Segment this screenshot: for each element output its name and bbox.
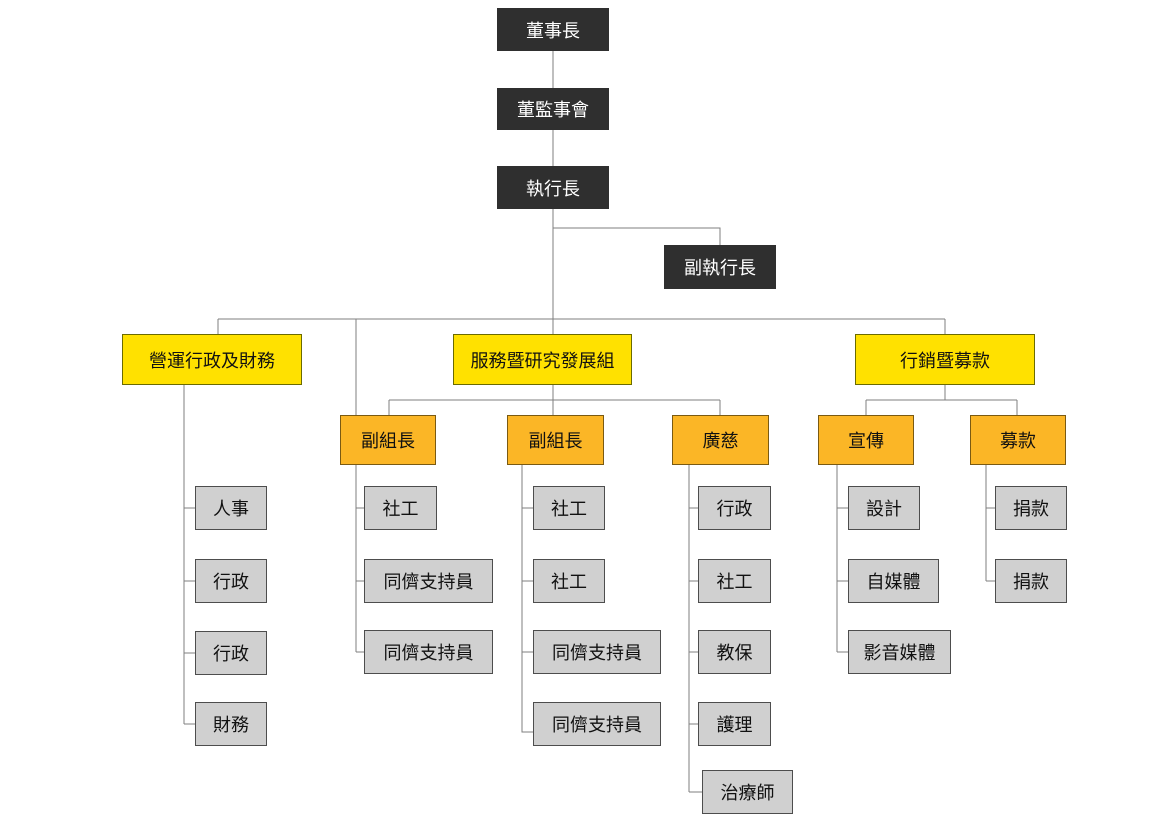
node-staff-item: 同儕支持員 bbox=[533, 702, 661, 746]
node-staff-item: 捐款 bbox=[995, 559, 1067, 603]
node-staff-item: 社工 bbox=[533, 486, 605, 530]
node-deputy-leader-1: 副組長 bbox=[340, 415, 436, 465]
node-staff-item: 行政 bbox=[698, 486, 771, 530]
node-staff-item: 治療師 bbox=[702, 770, 793, 814]
node-staff-item: 同儕支持員 bbox=[364, 630, 493, 674]
node-staff-item: 社工 bbox=[533, 559, 605, 603]
node-fundraising: 募款 bbox=[970, 415, 1066, 465]
node-publicity: 宣傳 bbox=[818, 415, 914, 465]
node-admin-item: 行政 bbox=[195, 631, 267, 675]
node-staff-item: 設計 bbox=[848, 486, 920, 530]
node-board: 董監事會 bbox=[497, 88, 609, 130]
node-staff-item: 同儕支持員 bbox=[533, 630, 661, 674]
node-staff-item: 捐款 bbox=[995, 486, 1067, 530]
node-staff-item: 社工 bbox=[364, 486, 437, 530]
node-deputy-ceo: 副執行長 bbox=[664, 245, 776, 289]
node-staff-item: 自媒體 bbox=[848, 559, 939, 603]
node-staff-item: 影音媒體 bbox=[848, 630, 951, 674]
node-staff-item: 社工 bbox=[698, 559, 771, 603]
node-admin-item: 人事 bbox=[195, 486, 267, 530]
node-ceo: 執行長 bbox=[497, 166, 609, 209]
node-staff-item: 護理 bbox=[698, 702, 771, 746]
node-staff-item: 教保 bbox=[698, 630, 771, 674]
node-admin-item: 行政 bbox=[195, 559, 267, 603]
node-service-research: 服務暨研究發展組 bbox=[453, 334, 632, 385]
node-admin-item: 財務 bbox=[195, 702, 267, 746]
node-staff-item: 同儕支持員 bbox=[364, 559, 493, 603]
node-chairman: 董事長 bbox=[497, 8, 609, 51]
node-guangci: 廣慈 bbox=[672, 415, 769, 465]
node-marketing-fundraising: 行銷暨募款 bbox=[855, 334, 1035, 385]
node-deputy-leader-2: 副組長 bbox=[507, 415, 604, 465]
node-admin-finance: 營運行政及財務 bbox=[122, 334, 302, 385]
